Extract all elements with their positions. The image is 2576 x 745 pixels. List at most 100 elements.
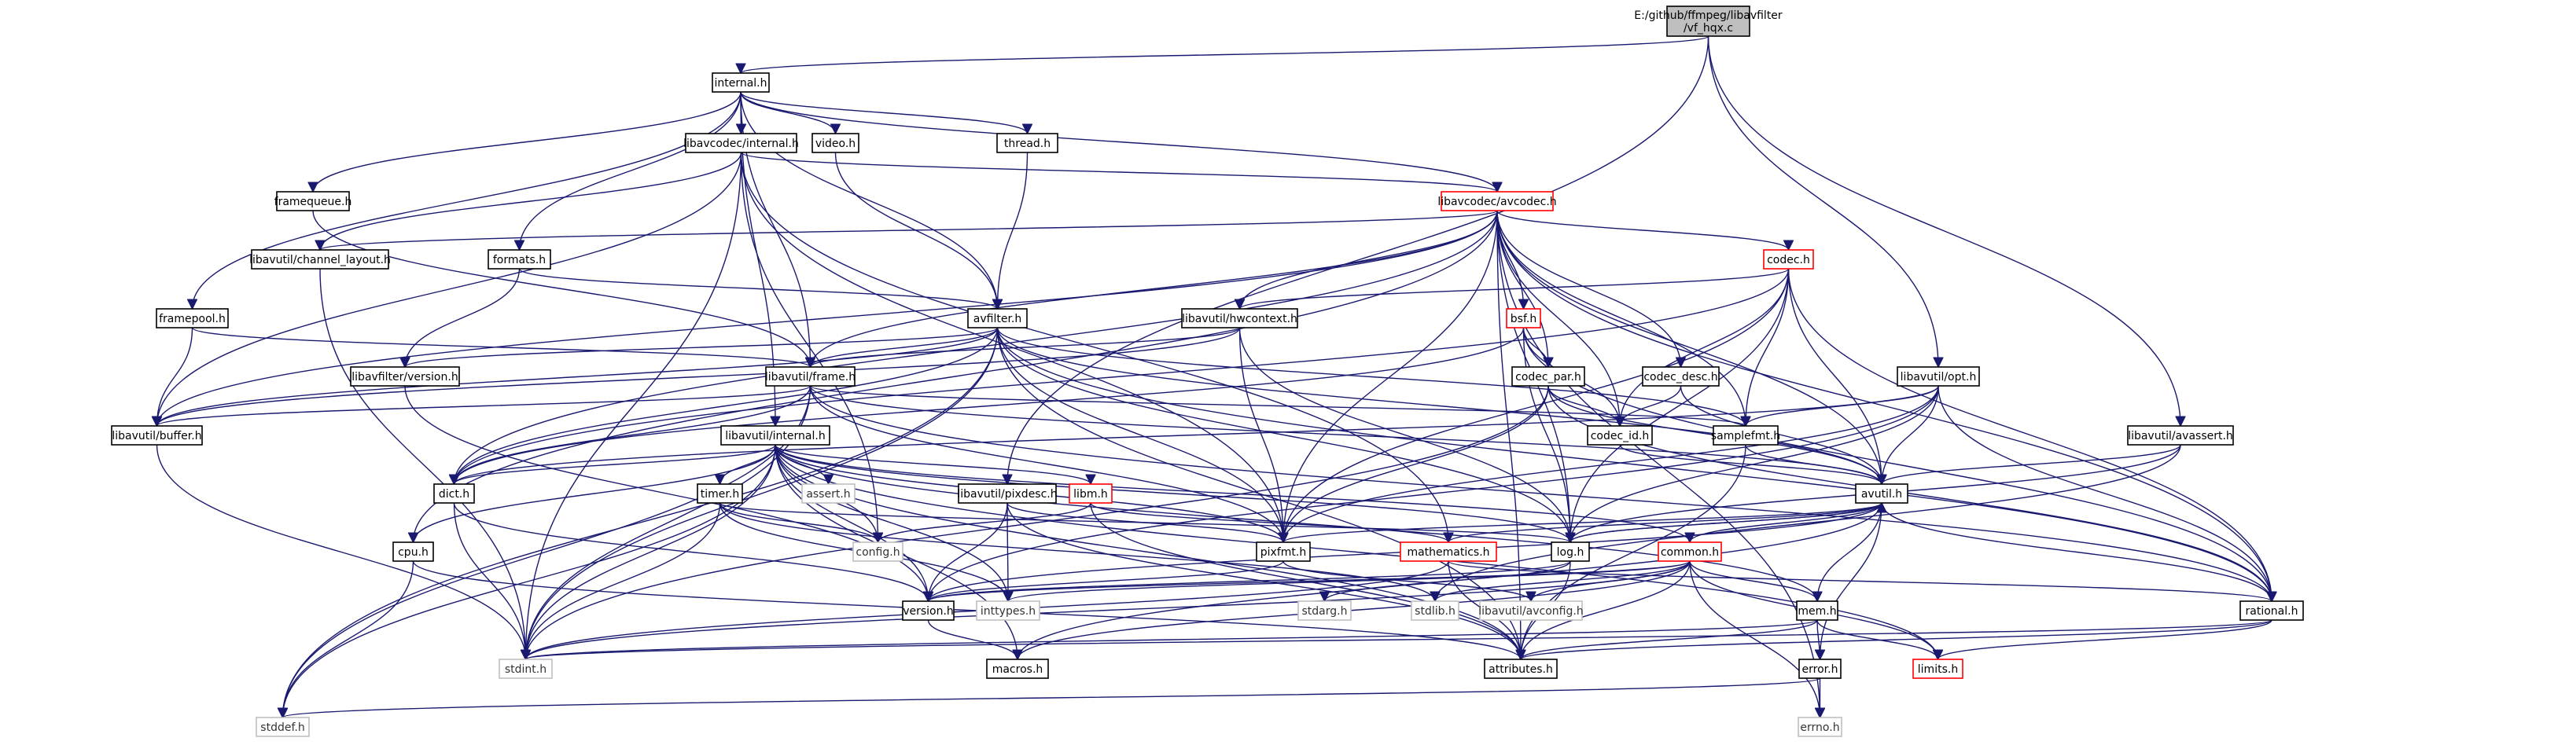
node-label: codec.h — [1767, 254, 1810, 266]
node-label: inttypes.h — [981, 605, 1036, 618]
node-bsf-h[interactable]: bsf.h — [1506, 308, 1541, 328]
node-label: macros.h — [992, 663, 1043, 676]
edge-rational-h-to-limits-h — [1938, 619, 2272, 660]
edge-lavc-avcodec-h-to-attributes-h — [1496, 210, 1521, 659]
edge-common-h-to-errno-h — [1689, 560, 1820, 717]
node-avassert-h[interactable]: libavutil/avassert.h — [2127, 425, 2234, 446]
node-box — [1181, 308, 1298, 328]
node-inttypes-h[interactable]: inttypes.h — [976, 600, 1040, 621]
node-formats-h[interactable]: formats.h — [488, 249, 551, 270]
node-stddef-h[interactable]: stddef.h — [256, 717, 310, 737]
edge-mem-h-to-error-h — [1817, 619, 1820, 659]
node-avfilter-h[interactable]: avfilter.h — [967, 308, 1028, 328]
node-opt-h[interactable]: libavutil/opt.h — [1897, 366, 1980, 387]
node-internal-h[interactable]: internal.h — [712, 72, 770, 93]
edge-hwcontext-h-to-pixfmt-h — [1238, 327, 1284, 542]
node-limits-h[interactable]: limits.h — [1912, 659, 1963, 679]
edge-lavc-avcodec-h-to-avutil-h — [1496, 210, 1882, 484]
edge-avfilter-h-to-stddef-h — [283, 327, 999, 717]
node-box — [720, 425, 830, 446]
edge-lavu-internal-h-to-dict-h — [454, 444, 776, 485]
node-codec-id-h[interactable]: codec_id.h — [1587, 425, 1653, 446]
node-assert-h[interactable]: assert.h — [801, 483, 856, 504]
node-log-h[interactable]: log.h — [1551, 541, 1590, 562]
edge-formats-h-to-avfilter-h — [518, 268, 998, 310]
node-samplefmt-h[interactable]: samplefmt.h — [1711, 425, 1780, 446]
node-thread-h[interactable]: thread.h — [996, 133, 1058, 153]
edge-root-to-pixdesc-h — [1007, 35, 1709, 484]
node-stdarg-h[interactable]: stdarg.h — [1297, 600, 1352, 621]
edge-pixdesc-h-to-pixfmt-h — [1006, 502, 1283, 543]
edge-codec-id-h-to-avutil-h — [1619, 444, 1882, 485]
node-label: libavutil/pixdesc.h — [957, 488, 1057, 501]
node-root[interactable]: E:/github/ffmpeg/libavfilter/vf_hqx.c — [1634, 6, 1783, 37]
node-box — [1658, 541, 1722, 562]
node-avconfig-h[interactable]: libavutil/avconfig.h — [1478, 600, 1584, 621]
edge-internal-h-to-thread-h — [740, 91, 1028, 134]
edge-libm-h-to-mathematics-h — [1090, 502, 1448, 543]
edge-lavu-internal-h-to-stdint-h — [526, 444, 776, 659]
node-rational-h[interactable]: rational.h — [2239, 600, 2304, 621]
node-version-h[interactable]: version.h — [902, 600, 955, 621]
node-label: common.h — [1661, 546, 1719, 559]
node-box — [499, 659, 553, 679]
node-stdint-h[interactable]: stdint.h — [499, 659, 553, 679]
node-mem-h[interactable]: mem.h — [1796, 600, 1838, 621]
node-codec-h[interactable]: codec.h — [1763, 249, 1814, 270]
node-avutil-h[interactable]: avutil.h — [1855, 483, 1908, 504]
node-error-h[interactable]: error.h — [1798, 659, 1842, 679]
edge-codec-h-to-rational-h — [1787, 268, 2272, 601]
node-pixdesc-h[interactable]: libavutil/pixdesc.h — [957, 483, 1058, 504]
node-hwcontext-h[interactable]: libavutil/hwcontext.h — [1181, 308, 1298, 328]
node-box — [1855, 483, 1908, 504]
edge-timer-h-to-config-h — [719, 502, 878, 543]
edge-common-h-to-mem-h — [1689, 560, 1817, 602]
node-box — [996, 133, 1058, 153]
node-lavfilter-version-h[interactable]: libavfilter/version.h — [350, 366, 460, 387]
node-dict-h[interactable]: dict.h — [433, 483, 475, 504]
node-label: libavcodec/internal.h — [683, 138, 799, 150]
edge-bsf-h-to-log-h — [1522, 327, 1571, 542]
node-label: assert.h — [806, 488, 850, 501]
node-label: bsf.h — [1511, 313, 1536, 325]
node-box — [1400, 541, 1497, 562]
edge-opt-h-to-version-h — [929, 385, 1939, 601]
node-label: mem.h — [1798, 605, 1836, 618]
node-common-h[interactable]: common.h — [1658, 541, 1722, 562]
node-libm-h[interactable]: libm.h — [1069, 483, 1113, 504]
node-macros-h[interactable]: macros.h — [986, 659, 1049, 679]
node-video-h[interactable]: video.h — [811, 133, 859, 153]
node-codec-desc-h[interactable]: codec_desc.h — [1642, 366, 1720, 387]
node-box — [1411, 600, 1459, 621]
node-box — [1897, 366, 1980, 387]
node-buffer-h[interactable]: libavutil/buffer.h — [111, 425, 203, 446]
edge-lavc-internal-h-to-lavc-avcodec-h — [740, 152, 1498, 193]
node-lavc-internal-h[interactable]: libavcodec/internal.h — [683, 133, 799, 153]
edge-internal-h-to-framequeue-h — [313, 91, 742, 192]
node-channel-layout-h[interactable]: libavutil/channel_layout.h — [249, 249, 391, 270]
node-mathematics-h[interactable]: mathematics.h — [1400, 541, 1497, 562]
edge-cpu-h-to-stddef-h — [283, 560, 414, 717]
node-lavu-internal-h[interactable]: libavutil/internal.h — [720, 425, 830, 446]
node-label: timer.h — [701, 488, 739, 501]
node-lavc-avcodec-h[interactable]: libavcodec/avcodec.h — [1437, 191, 1557, 211]
node-frame-h[interactable]: libavutil/frame.h — [765, 366, 856, 387]
node-box — [1798, 717, 1842, 737]
edge-root-to-internal-h — [741, 35, 1709, 74]
node-codec-par-h[interactable]: codec_par.h — [1511, 366, 1585, 387]
node-box — [1798, 659, 1842, 679]
edge-cpu-h-to-attributes-h — [412, 560, 1522, 660]
node-pixfmt-h[interactable]: pixfmt.h — [1256, 541, 1311, 562]
node-cpu-h[interactable]: cpu.h — [392, 541, 434, 562]
node-stdlib-h[interactable]: stdlib.h — [1411, 600, 1459, 621]
node-attributes-h[interactable]: attributes.h — [1484, 659, 1558, 679]
node-timer-h[interactable]: timer.h — [697, 483, 743, 504]
node-framequeue-h[interactable]: framequeue.h — [274, 191, 352, 211]
node-label: framepool.h — [159, 313, 226, 325]
node-errno-h[interactable]: errno.h — [1798, 717, 1842, 737]
node-framepool-h[interactable]: framepool.h — [156, 308, 229, 328]
node-box — [1256, 541, 1311, 562]
node-config-h[interactable]: config.h — [852, 541, 903, 562]
node-label: stdarg.h — [1302, 605, 1348, 618]
edge-lavu-internal-h-to-limits-h — [775, 444, 1938, 659]
